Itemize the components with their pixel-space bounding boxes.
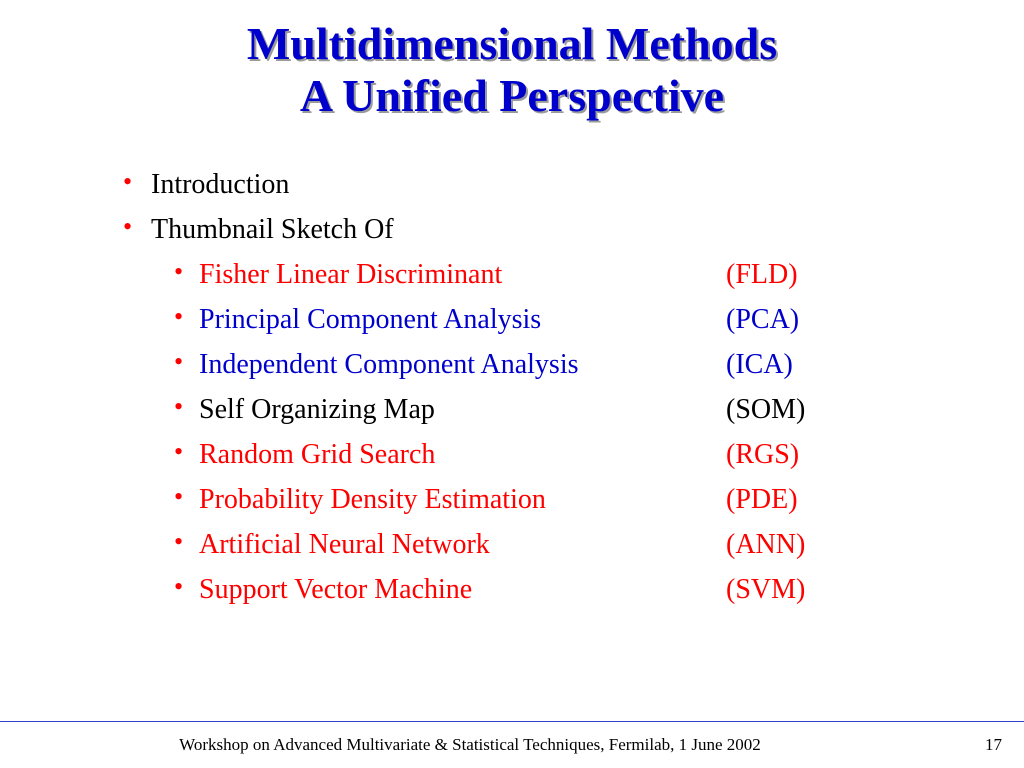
- bullet-dot-icon: •: [174, 437, 184, 466]
- method-name: Artificial Neural Network: [199, 529, 490, 560]
- method-name: Self Organizing Map: [199, 394, 435, 425]
- method-name: Fisher Linear Discriminant: [199, 259, 503, 290]
- title-line-1: Multidimensional Methods: [246, 18, 778, 69]
- method-name: Principal Component Analysis: [199, 304, 542, 335]
- bullet-dot-icon: •: [174, 527, 184, 556]
- method-abbreviation: (PCA): [726, 304, 800, 335]
- bullet-dot-icon: •: [174, 257, 184, 286]
- bullet-dot-icon: •: [174, 302, 184, 331]
- method-abbreviation: (SVM): [726, 574, 806, 605]
- bullet-dot-icon: •: [123, 167, 133, 196]
- method-abbreviation: (SOM): [726, 394, 806, 425]
- slide-title: Multidimensional Methods A Unified Persp…: [0, 18, 1024, 122]
- page-number: 17: [985, 735, 1002, 754]
- method-abbreviation: (PDE): [726, 484, 798, 515]
- bullet-dot-icon: •: [123, 212, 133, 241]
- bullet-dot-icon: •: [174, 572, 184, 601]
- method-name: Independent Component Analysis: [199, 349, 579, 380]
- method-abbreviation: (RGS): [726, 439, 800, 470]
- footer-divider: [0, 721, 1024, 722]
- bullet-text: Thumbnail Sketch Of: [151, 214, 394, 245]
- method-name: Probability Density Estimation: [199, 484, 546, 515]
- method-abbreviation: (ANN): [726, 529, 806, 560]
- method-name: Random Grid Search: [199, 439, 436, 470]
- method-abbreviation: (FLD): [726, 259, 798, 290]
- bullet-dot-icon: •: [174, 482, 184, 511]
- method-name: Support Vector Machine: [199, 574, 473, 605]
- bullet-dot-icon: •: [174, 347, 184, 376]
- footer-text: Workshop on Advanced Multivariate & Stat…: [179, 735, 761, 754]
- title-line-2: A Unified Perspective: [299, 70, 725, 121]
- bullet-dot-icon: •: [174, 392, 184, 421]
- method-abbreviation: (ICA): [726, 349, 793, 380]
- bullet-text: Introduction: [151, 169, 290, 200]
